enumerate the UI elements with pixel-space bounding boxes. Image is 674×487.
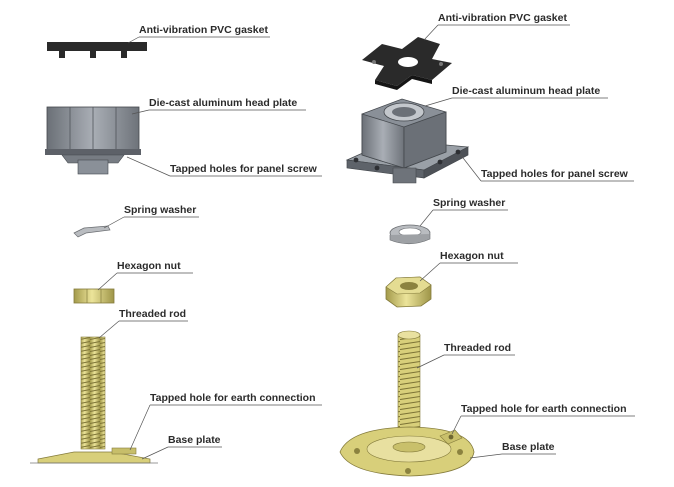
right-base-plate-label: Base plate (502, 441, 555, 453)
left-assembly (30, 42, 158, 464)
left-head-plate-part (45, 106, 141, 175)
right-base-plate-part (339, 426, 475, 477)
right-tapped-holes-label: Tapped holes for panel screw (481, 168, 629, 180)
left-hex-nut-label: Hexagon nut (117, 260, 181, 272)
right-labels: Anti-vibration PVC gasket Die-cast alumi… (416, 12, 635, 459)
left-gasket-label: Anti-vibration PVC gasket (139, 24, 268, 36)
left-earth-hole-label: Tapped hole for earth connection (150, 392, 315, 404)
left-head-plate-label: Die-cast aluminum head plate (149, 97, 297, 109)
right-gasket-part (362, 37, 452, 90)
left-spring-washer-part (73, 225, 111, 238)
right-assembly (339, 37, 475, 477)
right-gasket-label: Anti-vibration PVC gasket (438, 12, 567, 24)
left-hex-nut-part (73, 288, 115, 304)
right-hex-nut-label: Hexagon nut (440, 250, 504, 262)
left-labels: Anti-vibration PVC gasket Die-cast alumi… (97, 24, 322, 460)
right-spring-washer-label: Spring washer (433, 197, 505, 209)
right-head-plate-label: Die-cast aluminum head plate (452, 85, 600, 97)
right-head-plate-part (345, 98, 470, 184)
right-earth-hole-label: Tapped hole for earth connection (461, 403, 626, 415)
right-threaded-rod-label: Threaded rod (444, 342, 511, 354)
left-threaded-rod-part (80, 336, 106, 450)
left-threaded-rod-label: Threaded rod (119, 308, 186, 320)
left-base-plate-label: Base plate (168, 434, 221, 446)
right-threaded-rod-part (397, 330, 421, 449)
left-base-plate-part (30, 447, 158, 464)
left-gasket-part (47, 42, 147, 58)
right-spring-washer-part (389, 224, 431, 245)
right-hex-nut-part (385, 276, 432, 308)
left-tapped-holes-label: Tapped holes for panel screw (170, 163, 318, 175)
left-spring-washer-label: Spring washer (124, 204, 196, 216)
